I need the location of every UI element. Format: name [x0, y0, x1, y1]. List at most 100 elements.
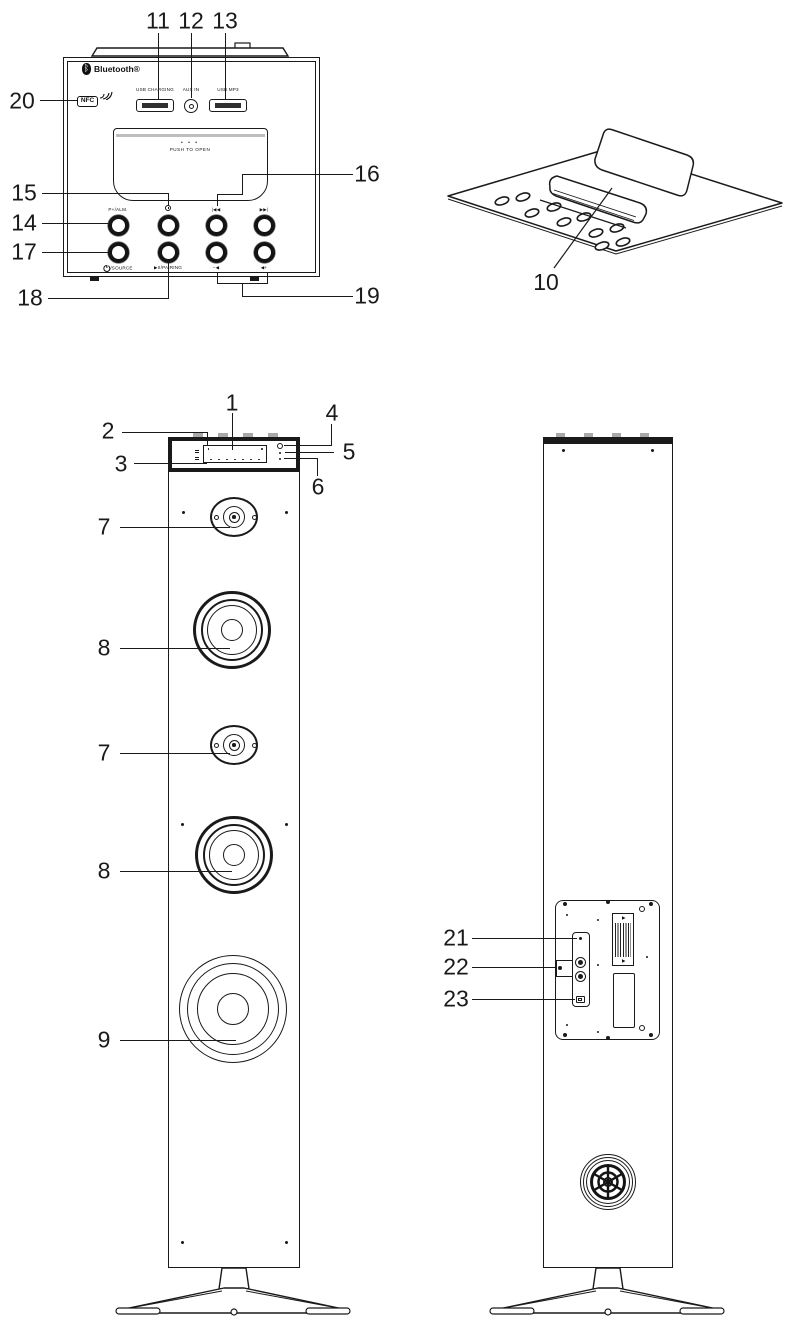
hinge-tab: [193, 433, 203, 437]
leader-line: [120, 526, 230, 528]
hinge-tab: [243, 433, 253, 437]
callout-10: 10: [533, 269, 559, 295]
dock-button-holes: [494, 192, 631, 251]
bass-vent-ring: [583, 1157, 633, 1207]
screw: [251, 742, 257, 748]
callout-21: 21: [443, 924, 469, 951]
callout-15: 15: [11, 179, 37, 206]
screw-hole: [639, 1025, 645, 1031]
display-dot: [258, 458, 260, 461]
panel-mark: [195, 456, 199, 458]
leader-line: [42, 251, 108, 253]
usb-charging-label: USB CHARGING: [136, 87, 174, 92]
callout-12: 12: [178, 7, 204, 34]
callout-17: 17: [11, 238, 37, 265]
leader-line: [267, 272, 269, 283]
dock-slot: [539, 199, 627, 229]
screw-hole: [639, 906, 645, 912]
panel-dot: [566, 914, 568, 916]
screw: [648, 1032, 654, 1038]
play-pairing-button: [157, 241, 179, 263]
callout-9: 9: [97, 1026, 111, 1053]
screw: [605, 899, 611, 905]
bass-vent-grille: [590, 1164, 626, 1200]
leader-line: [242, 174, 353, 176]
tower-foot: [115, 1267, 351, 1316]
display-window: [203, 445, 267, 463]
callout-23: 23: [443, 985, 469, 1012]
cd-door-highlight: [116, 134, 265, 137]
leader-line: [472, 998, 575, 1000]
callout-6: 6: [311, 473, 325, 500]
display-dot: [242, 458, 244, 461]
dock-detail: 10: [447, 128, 783, 295]
cradle-back-wall: [594, 128, 695, 197]
callout-22: 22: [443, 953, 469, 980]
panel-dot: [597, 964, 599, 966]
screw: [251, 514, 257, 520]
leader-line: [40, 100, 77, 102]
display-dot: [234, 458, 236, 461]
volume-up-button: [253, 241, 275, 263]
connector-strip: [572, 932, 590, 1007]
skip-back-button: [205, 214, 227, 236]
callout-1: 1: [225, 389, 239, 416]
leader-line: [284, 445, 331, 447]
tower-foot: [489, 1267, 725, 1316]
leader-line: [122, 432, 208, 434]
panel-dot: [646, 956, 648, 958]
screw: [557, 965, 563, 971]
aux-in-jack-hole: [188, 103, 194, 109]
leader-line: [120, 752, 230, 754]
volume-down-label: −◀: [212, 265, 220, 270]
leader-line: [241, 283, 243, 297]
panel-mark: [195, 452, 199, 454]
hinge-tab: [556, 433, 565, 437]
leader-line: [472, 937, 577, 939]
leader-line: [48, 297, 169, 299]
volume-up-label: ◀+: [260, 265, 268, 270]
callout-11: 11: [146, 7, 170, 34]
push-to-open-label: PUSH TO OPEN: [169, 147, 211, 152]
leader-line: [224, 33, 226, 100]
panel-mark: [195, 449, 199, 451]
display-dot: [210, 458, 212, 461]
panel-dot: [566, 1024, 568, 1026]
usb-mp3-tongue: [215, 103, 241, 108]
skip-back-label: |◀◀: [211, 207, 221, 212]
bluetooth-label: Bluetooth®: [94, 64, 140, 74]
leader-line: [167, 263, 169, 299]
power-port-inner: [578, 997, 582, 1001]
hinge-tab: [584, 433, 593, 437]
usb-mp3-label: USB MP3: [217, 87, 239, 92]
power-source-button: [107, 241, 129, 263]
hinge-tab: [640, 433, 649, 437]
leader-line: [120, 871, 232, 873]
leader-line: [330, 424, 332, 446]
nfc-waves-icon: [99, 91, 113, 100]
usb-charging-tongue: [142, 103, 168, 108]
leader-line: [285, 452, 334, 454]
leader-line: [167, 192, 169, 206]
leader-line: [120, 1039, 236, 1041]
screw: [650, 448, 654, 452]
callout-16: 16: [354, 160, 380, 187]
leader-line: [134, 463, 207, 465]
callout-8b: 8: [97, 857, 111, 884]
leader-line: [216, 272, 218, 283]
bass-vent-ring: [586, 1160, 630, 1204]
back-top-band: [543, 437, 673, 444]
leader-line: [217, 194, 243, 196]
leader-line: [42, 192, 169, 194]
mid-driver-cap: [223, 844, 245, 866]
hinge-tab: [218, 433, 228, 437]
tweeter-center: [232, 515, 236, 519]
led-indicator: [279, 451, 282, 454]
grille-dot: [181, 1241, 184, 1244]
ir-sensor: [277, 443, 283, 449]
display-dot: [226, 458, 228, 461]
leader-line: [216, 194, 218, 206]
volume-down-button: [205, 241, 227, 263]
screw: [561, 448, 565, 452]
hinge-tab: [268, 433, 278, 437]
